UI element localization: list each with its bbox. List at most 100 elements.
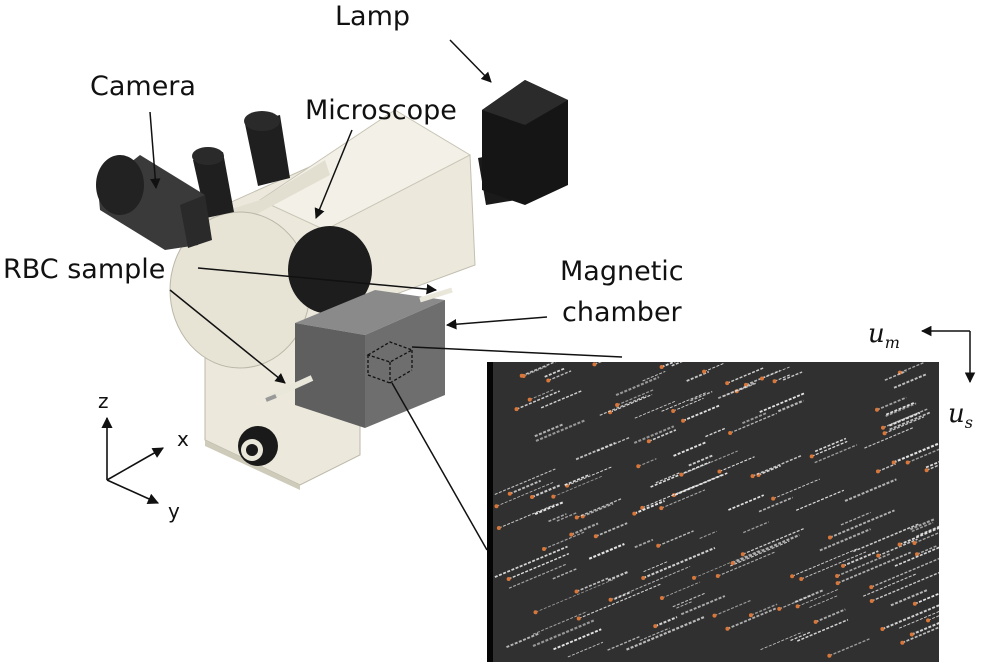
cell-track [884, 370, 907, 381]
cell-marker [615, 403, 620, 408]
cell-track [703, 362, 725, 373]
cell-track [599, 395, 647, 416]
cell-track [672, 397, 704, 412]
cell-marker [494, 504, 499, 509]
cell-track [889, 411, 921, 427]
cell-marker [542, 546, 547, 551]
cell-marker [514, 407, 519, 412]
cell-track [728, 494, 765, 511]
cell-marker [882, 431, 887, 436]
cell-marker [748, 613, 753, 618]
cell-track [729, 412, 778, 434]
cell-marker [875, 469, 880, 474]
cell-track [790, 631, 811, 642]
cell-marker [909, 632, 914, 637]
cell-marker [569, 532, 574, 537]
cell-track [898, 610, 939, 629]
cell-marker [897, 542, 902, 547]
cell-track [633, 500, 665, 515]
cell-track [661, 489, 706, 509]
cell-track [742, 412, 768, 424]
cell-track [842, 550, 879, 567]
cell-marker [506, 576, 511, 581]
cell-track [884, 416, 925, 434]
cell-track [575, 442, 616, 461]
cell-track [596, 436, 630, 452]
cell-marker [730, 561, 735, 566]
cell-marker [827, 653, 832, 658]
cell-marker [750, 474, 755, 479]
cell-marker [653, 624, 658, 629]
cell-marker [574, 589, 579, 594]
label-rbc-sample: RBC sample [3, 254, 166, 285]
cell-track [837, 551, 912, 584]
cell-track [760, 631, 803, 651]
cell-marker [869, 598, 874, 603]
cell-marker [728, 430, 733, 435]
cell-marker [527, 397, 532, 402]
cell-track [732, 534, 800, 565]
cell-track [673, 441, 707, 457]
cell-track [889, 411, 932, 431]
cell-track [876, 396, 907, 411]
cell-marker [659, 365, 664, 370]
cell-track [556, 511, 578, 522]
cell-tracks [494, 362, 939, 658]
cell-track [648, 429, 677, 443]
cell-track [782, 371, 803, 381]
cell-track [795, 489, 845, 511]
cell-track [661, 392, 706, 412]
cell-track [885, 402, 915, 416]
cell-marker [715, 574, 720, 579]
cell-marker [841, 563, 846, 568]
cell-track [638, 458, 657, 467]
cell-marker [681, 418, 686, 423]
cell-track [794, 589, 825, 603]
cell-track [594, 362, 602, 366]
cell-track [654, 616, 678, 628]
cell-track [819, 528, 871, 552]
cell-track [877, 463, 896, 473]
cell-track [508, 553, 570, 580]
camera-body [96, 155, 212, 250]
cell-track [759, 392, 806, 413]
cell-track [774, 374, 790, 382]
focus-knob [238, 426, 278, 466]
cell-track [566, 466, 613, 487]
cell-marker [530, 495, 535, 500]
cell-track [615, 376, 660, 397]
cell-marker [641, 575, 646, 580]
cell-track [543, 531, 585, 550]
cell-marker [924, 468, 929, 473]
cell-track [811, 440, 848, 457]
cell-track [614, 591, 632, 600]
cell-track [534, 423, 564, 438]
rbc-track-image [487, 362, 939, 662]
cell-marker [576, 616, 581, 621]
cell-marker [702, 369, 707, 374]
cell-track [578, 583, 661, 620]
lamp-box [478, 80, 568, 205]
axis-label-x: x [177, 427, 189, 451]
cell-track [672, 592, 706, 608]
cell-track [714, 599, 752, 617]
cell-marker [608, 597, 613, 602]
cell-marker [777, 606, 782, 611]
cell-track [877, 538, 918, 557]
cell-track [523, 365, 547, 377]
cell-track [626, 615, 706, 651]
leader-arrows [149, 39, 548, 384]
cell-marker [743, 382, 748, 387]
cell-track [688, 454, 713, 467]
cell-track [657, 530, 694, 547]
label-magnetic-chamber-line2: chamber [562, 297, 682, 328]
cell-marker [835, 574, 840, 579]
cell-track [907, 448, 939, 464]
cell-track [535, 419, 585, 442]
cell-track [609, 394, 653, 413]
cell-track [871, 571, 939, 602]
cell-track [791, 548, 858, 577]
cell-track [676, 601, 692, 609]
cell-marker [496, 526, 501, 531]
